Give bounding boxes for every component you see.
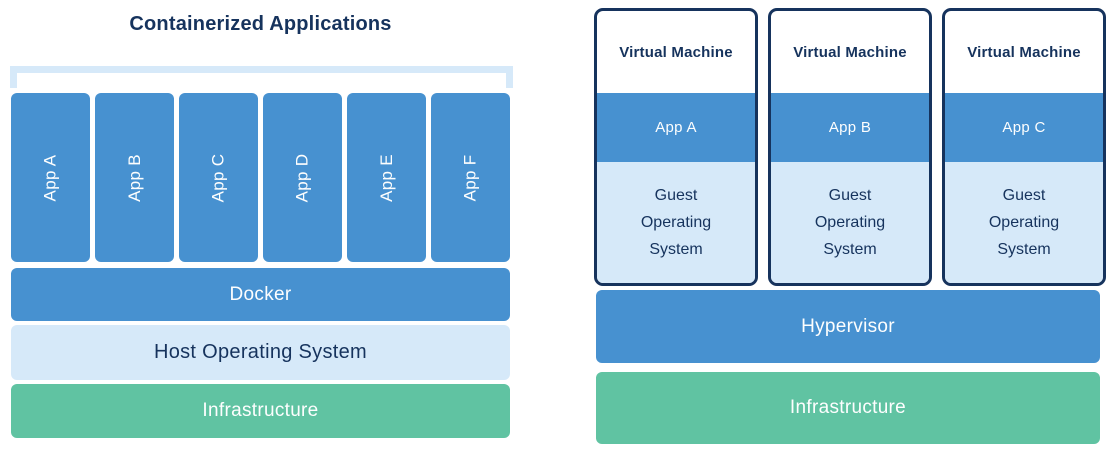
app-column-label: App C: [208, 153, 228, 202]
infrastructure-layer-left: Infrastructure: [11, 384, 510, 438]
vm-box-1: Virtual Machine App A Guest Operating Sy…: [594, 8, 758, 286]
containerized-applications-title: Containerized Applications: [129, 13, 392, 35]
app-column-b: App B: [95, 93, 174, 262]
app-columns-row: App A App B App C App D App E App F: [11, 93, 510, 262]
vm-box-2: Virtual Machine App B Guest Operating Sy…: [768, 8, 932, 286]
app-column-c: App C: [179, 93, 258, 262]
vm-guest-os-block: Guest Operating System: [945, 162, 1103, 283]
vm-title: Virtual Machine: [967, 43, 1081, 61]
vm-guest-os-block: Guest Operating System: [771, 162, 929, 283]
vm-title: Virtual Machine: [793, 43, 907, 61]
app-column-label: App A: [40, 154, 60, 201]
vm-box-3: Virtual Machine App C Guest Operating Sy…: [942, 8, 1106, 286]
vm-app-block: App B: [771, 93, 929, 162]
hypervisor-layer: Hypervisor: [596, 290, 1100, 363]
container-group-bracket: [10, 66, 513, 88]
app-column-label: App D: [292, 153, 312, 202]
vm-app-block: App A: [597, 93, 755, 162]
app-column-d: App D: [263, 93, 342, 262]
docker-layer: Docker: [11, 268, 510, 321]
vm-guest-os-block: Guest Operating System: [597, 162, 755, 283]
vm-app-block: App C: [945, 93, 1103, 162]
vm-title: Virtual Machine: [619, 43, 733, 61]
app-column-label: App F: [460, 154, 480, 201]
app-column-label: App B: [124, 153, 144, 202]
app-column-label: App E: [376, 153, 396, 202]
host-os-layer: Host Operating System: [11, 325, 510, 380]
app-column-f: App F: [431, 93, 510, 262]
app-column-e: App E: [347, 93, 426, 262]
app-column-a: App A: [11, 93, 90, 262]
infrastructure-layer-right: Infrastructure: [596, 372, 1100, 444]
